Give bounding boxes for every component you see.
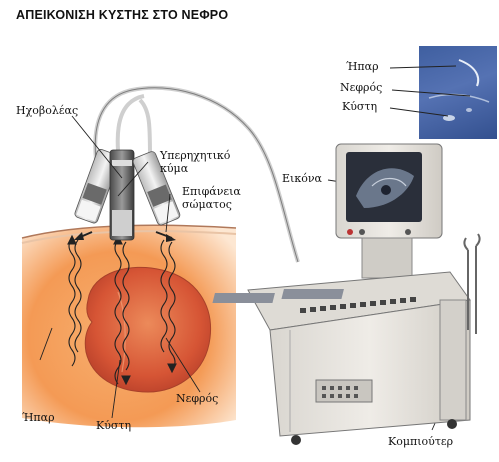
label-cyst: Κύστη (96, 420, 131, 433)
label-image: Εικόνα (282, 173, 322, 186)
label-computer: Κομπιούτερ (388, 436, 453, 449)
label-body-surface-line2: σώματος (182, 199, 241, 212)
ultrasound-machine (212, 144, 479, 445)
inset-label-liver: Ήπαρ (346, 61, 379, 74)
inset-label-kidney: Νεφρός (340, 82, 382, 95)
label-ultrasound-wave-line2: κύμα (160, 163, 230, 176)
diagram-title: ΑΠΕΙΚΟΝΙΣΗ ΚΥΣΤΗΣ ΣΤΟ ΝΕΦΡΟ (16, 8, 228, 22)
label-liver: Ήπαρ (22, 412, 55, 425)
ultrasound-inset-image (419, 46, 497, 139)
kidney-shape (85, 267, 210, 392)
inset-echo (419, 46, 497, 139)
label-transducer: Ηχοβολέας (16, 105, 78, 118)
label-ultrasound-wave-line1: Υπερηχητικό (160, 150, 230, 163)
label-body-surface-line1: Επιφάνεια (182, 186, 241, 199)
label-body-surface: Επιφάνεια σώματος (182, 186, 241, 211)
inset-label-cyst: Κύστη (342, 101, 377, 114)
label-kidney: Νεφρός (176, 393, 218, 406)
label-ultrasound-wave: Υπερηχητικό κύμα (160, 150, 230, 175)
